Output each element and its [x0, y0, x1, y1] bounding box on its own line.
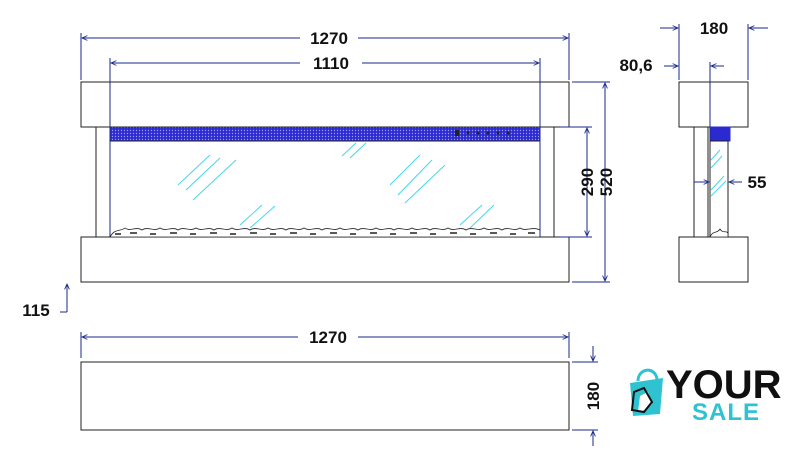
- side-base-panel: [678, 236, 749, 283]
- front-base-panel: [80, 236, 570, 283]
- front-dimensions: [60, 33, 610, 313]
- side-dimensions: [660, 24, 768, 182]
- dim-label-side-depth: 180: [700, 19, 728, 38]
- your-sale-logo: YOUR SALE: [630, 363, 782, 426]
- dim-label-base-width: 1270: [309, 328, 347, 347]
- side-view: [678, 81, 749, 283]
- dim-label-glass-width: 1110: [313, 54, 349, 73]
- front-top-panel: [80, 81, 570, 128]
- base-panel: [80, 361, 570, 431]
- side-flame-block: [709, 126, 731, 142]
- dim-label-side-offset: 80,6: [619, 56, 652, 75]
- dim-label-total-height: 520: [597, 168, 616, 196]
- side-top-panel: [678, 81, 749, 128]
- front-view: [80, 81, 570, 283]
- side-glass: [709, 140, 729, 238]
- dim-label-side-glass-depth: 55: [748, 173, 767, 192]
- pebble-bed: [109, 227, 541, 238]
- dim-label-glass-height: 290: [578, 168, 597, 196]
- front-right-post: [539, 126, 555, 238]
- logo-word-sale: SALE: [692, 399, 760, 426]
- dim-label-base-height: 115: [22, 301, 49, 320]
- base-view: [80, 361, 570, 431]
- control-panel-icons: [455, 130, 510, 136]
- dim-label-front-width: 1270: [310, 29, 348, 48]
- side-pebbles: [709, 228, 729, 238]
- logo-word-your: YOUR: [666, 363, 782, 407]
- base-dimensions: [80, 332, 598, 446]
- glass-reflections: [177, 142, 495, 229]
- dim-label-base-depth: 180: [584, 382, 603, 410]
- flame-bar: [109, 126, 541, 142]
- shopping-bag-icon: [630, 368, 663, 416]
- front-left-post: [95, 126, 111, 238]
- side-glass-reflections: [710, 149, 727, 197]
